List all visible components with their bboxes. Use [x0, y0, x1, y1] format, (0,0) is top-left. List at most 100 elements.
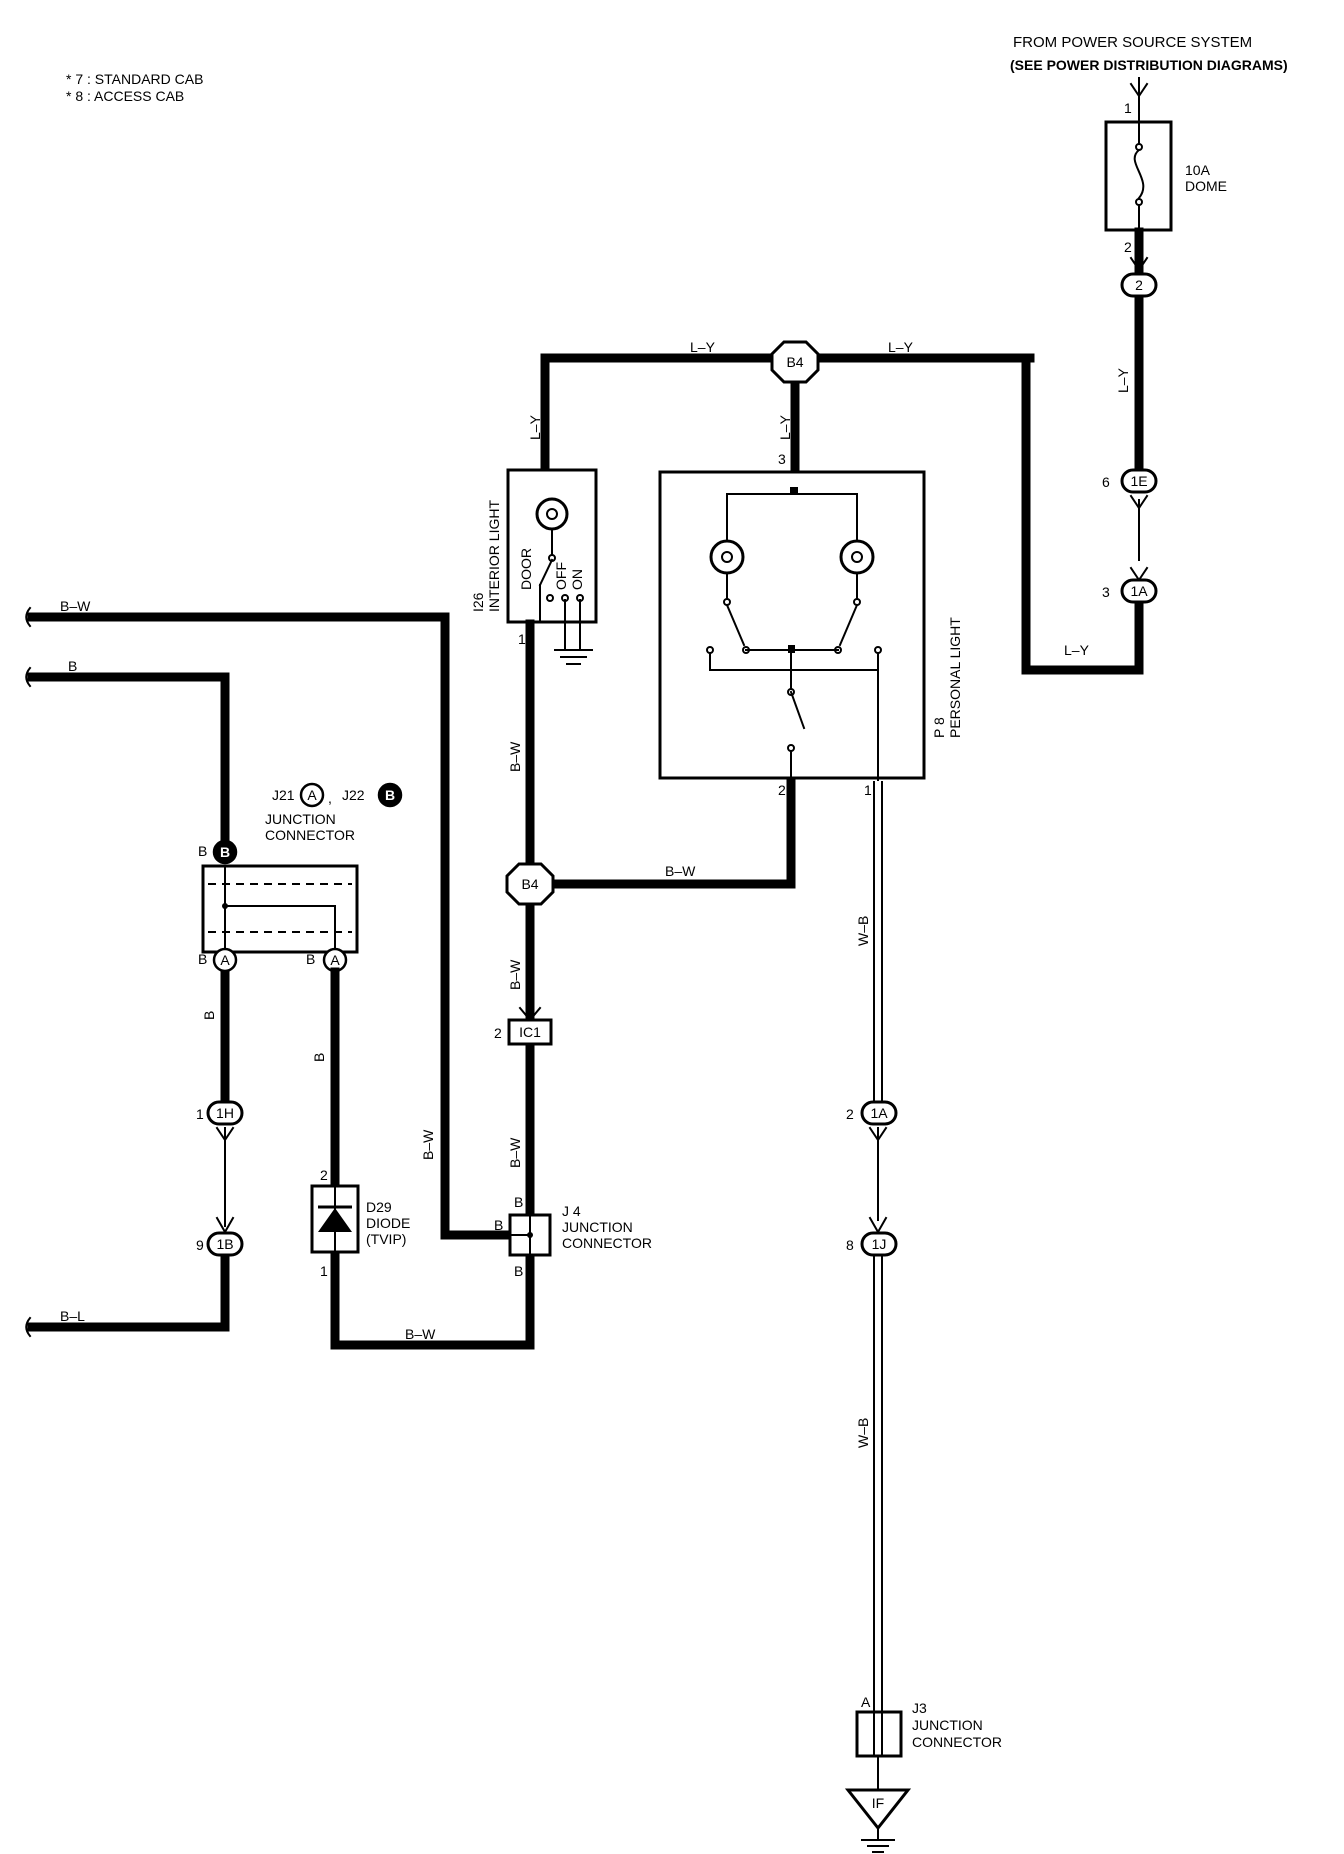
j4-id: J 4	[562, 1203, 581, 1219]
wire-label-ly-right-vertical: L–Y	[1115, 367, 1131, 393]
svg-text:J21: J21	[272, 787, 295, 803]
svg-text:1A: 1A	[870, 1105, 888, 1121]
svg-text:1H: 1H	[216, 1105, 234, 1121]
svg-text:2: 2	[541, 451, 549, 467]
j4-name-1: JUNCTION	[562, 1219, 633, 1235]
wire-label-bw-ic1-j4: B–W	[507, 1137, 523, 1168]
wire-label-bw-bottom: B–W	[405, 1326, 436, 1342]
connector-1j: 1J 8	[846, 1231, 898, 1257]
svg-text:B: B	[494, 1217, 503, 1233]
svg-text:B4: B4	[786, 354, 803, 370]
junction-j21-j22-block: B B B A B A	[198, 839, 359, 973]
diode-d29: 2 1	[310, 1167, 360, 1279]
svg-text:,: ,	[328, 790, 332, 806]
j3-id: J3	[912, 1700, 927, 1716]
diode-name: DIODE	[366, 1215, 410, 1231]
wire-label-bw-below-b4: B–W	[507, 959, 523, 990]
interior-light-box: 2 1	[506, 451, 598, 651]
svg-text:2: 2	[320, 1167, 328, 1183]
svg-text:3: 3	[1102, 584, 1110, 600]
junction-j21-j22-legend: J21 A , J22 B	[272, 782, 403, 808]
connector-1a-top: 1A 3	[1102, 578, 1158, 604]
j4-name-2: CONNECTOR	[562, 1235, 652, 1251]
svg-text:3: 3	[778, 451, 786, 467]
fuse-output-wire	[1129, 227, 1149, 273]
svg-text:1A: 1A	[1130, 583, 1148, 599]
svg-text:B: B	[514, 1263, 523, 1279]
j3-name-1: JUNCTION	[912, 1717, 983, 1733]
svg-text:B: B	[306, 951, 315, 967]
fuse-rating: 10A	[1185, 162, 1211, 178]
wire-b-diode	[330, 967, 535, 1350]
wire-label-bw-interior: B–W	[507, 741, 523, 772]
svg-text:J22: J22	[342, 787, 365, 803]
power-source-see-label: (SEE POWER DISTRIBUTION DIAGRAMS)	[1010, 57, 1288, 73]
svg-text:A: A	[220, 952, 230, 968]
svg-text:1: 1	[1124, 100, 1132, 116]
wire-label-ly-interior: L–Y	[527, 414, 543, 440]
interior-light-on: ON	[569, 569, 585, 590]
connector-1h: 1H 1	[196, 1100, 244, 1126]
connector-ic1: IC1 2	[494, 1018, 553, 1046]
connector-1a-mid: 1A 2	[846, 1100, 898, 1126]
svg-text:B: B	[198, 951, 207, 967]
wire-label-wb-upper: W–B	[855, 916, 871, 946]
svg-text:1: 1	[864, 782, 872, 798]
note-standard-cab: * 7 : STANDARD CAB	[66, 71, 203, 87]
svg-text:1B: 1B	[216, 1236, 233, 1252]
svg-text:2: 2	[778, 782, 786, 798]
interior-light-off: OFF	[553, 562, 569, 590]
diode-id: D29	[366, 1199, 392, 1215]
svg-text:A: A	[307, 787, 317, 803]
wire-label-ly-personal: L–Y	[777, 414, 793, 440]
connector-b4-top: B4	[770, 340, 820, 384]
wire-label-b-left: B	[68, 658, 77, 674]
svg-text:IC1: IC1	[519, 1024, 541, 1040]
svg-text:2: 2	[1135, 277, 1143, 293]
svg-text:A: A	[330, 952, 340, 968]
wire-label-bw-b4-horiz: B–W	[665, 863, 696, 879]
svg-text:B: B	[514, 1194, 523, 1210]
connector-1b: 1B 9	[196, 1231, 244, 1257]
wire-label-ly-top-right: L–Y	[888, 339, 914, 355]
svg-text:1E: 1E	[1130, 473, 1147, 489]
j3-junction-connector: A	[855, 1694, 903, 1791]
svg-text:2: 2	[846, 1106, 854, 1122]
wire-b-left	[27, 672, 235, 1332]
wire-label-b-j21-right: B	[311, 1053, 327, 1062]
wire-bw-interior-down	[518, 619, 796, 1219]
personal-light-id: P 8	[931, 717, 947, 738]
svg-text:6: 6	[1102, 474, 1110, 490]
svg-text:2: 2	[494, 1025, 502, 1041]
svg-text:B4: B4	[521, 876, 538, 892]
note-access-cab: * 8 : ACCESS CAB	[66, 88, 184, 104]
connector-b4-mid: B4	[505, 862, 555, 906]
svg-text:IF: IF	[872, 1795, 884, 1811]
svg-text:B: B	[385, 787, 395, 803]
wire-label-b-j21-left: B	[201, 1011, 217, 1020]
wire-ly-top	[540, 353, 1035, 477]
wire-wb-double	[868, 781, 888, 1713]
ground-icon	[554, 599, 593, 665]
personal-light-box: 3 2 1	[658, 451, 926, 798]
svg-text:8: 8	[846, 1237, 854, 1253]
personal-light-name: PERSONAL LIGHT	[947, 617, 963, 738]
svg-text:B: B	[220, 844, 230, 860]
wire-bw-top	[25, 606, 515, 1338]
wire-label-bw-left-vert: B–W	[420, 1129, 436, 1160]
wire-label-wb-lower: W–B	[855, 1418, 871, 1448]
interior-light-name: INTERIOR LIGHT	[486, 500, 502, 612]
j3-name-2: CONNECTOR	[912, 1734, 1002, 1750]
power-source-label: FROM POWER SOURCE SYSTEM	[1013, 34, 1252, 51]
svg-text:9: 9	[196, 1237, 204, 1253]
wire-label-ly-bottom-right: L–Y	[1064, 642, 1090, 658]
svg-text:1: 1	[320, 1263, 328, 1279]
interior-light-id: I26	[470, 592, 486, 612]
wire-label-bw-top: B–W	[60, 598, 91, 614]
ground-if: IF	[844, 1788, 912, 1853]
svg-text:B: B	[198, 843, 207, 859]
connector-1e: 1E 6	[1102, 468, 1158, 494]
svg-text:A: A	[861, 1694, 871, 1710]
svg-text:1: 1	[518, 631, 526, 647]
